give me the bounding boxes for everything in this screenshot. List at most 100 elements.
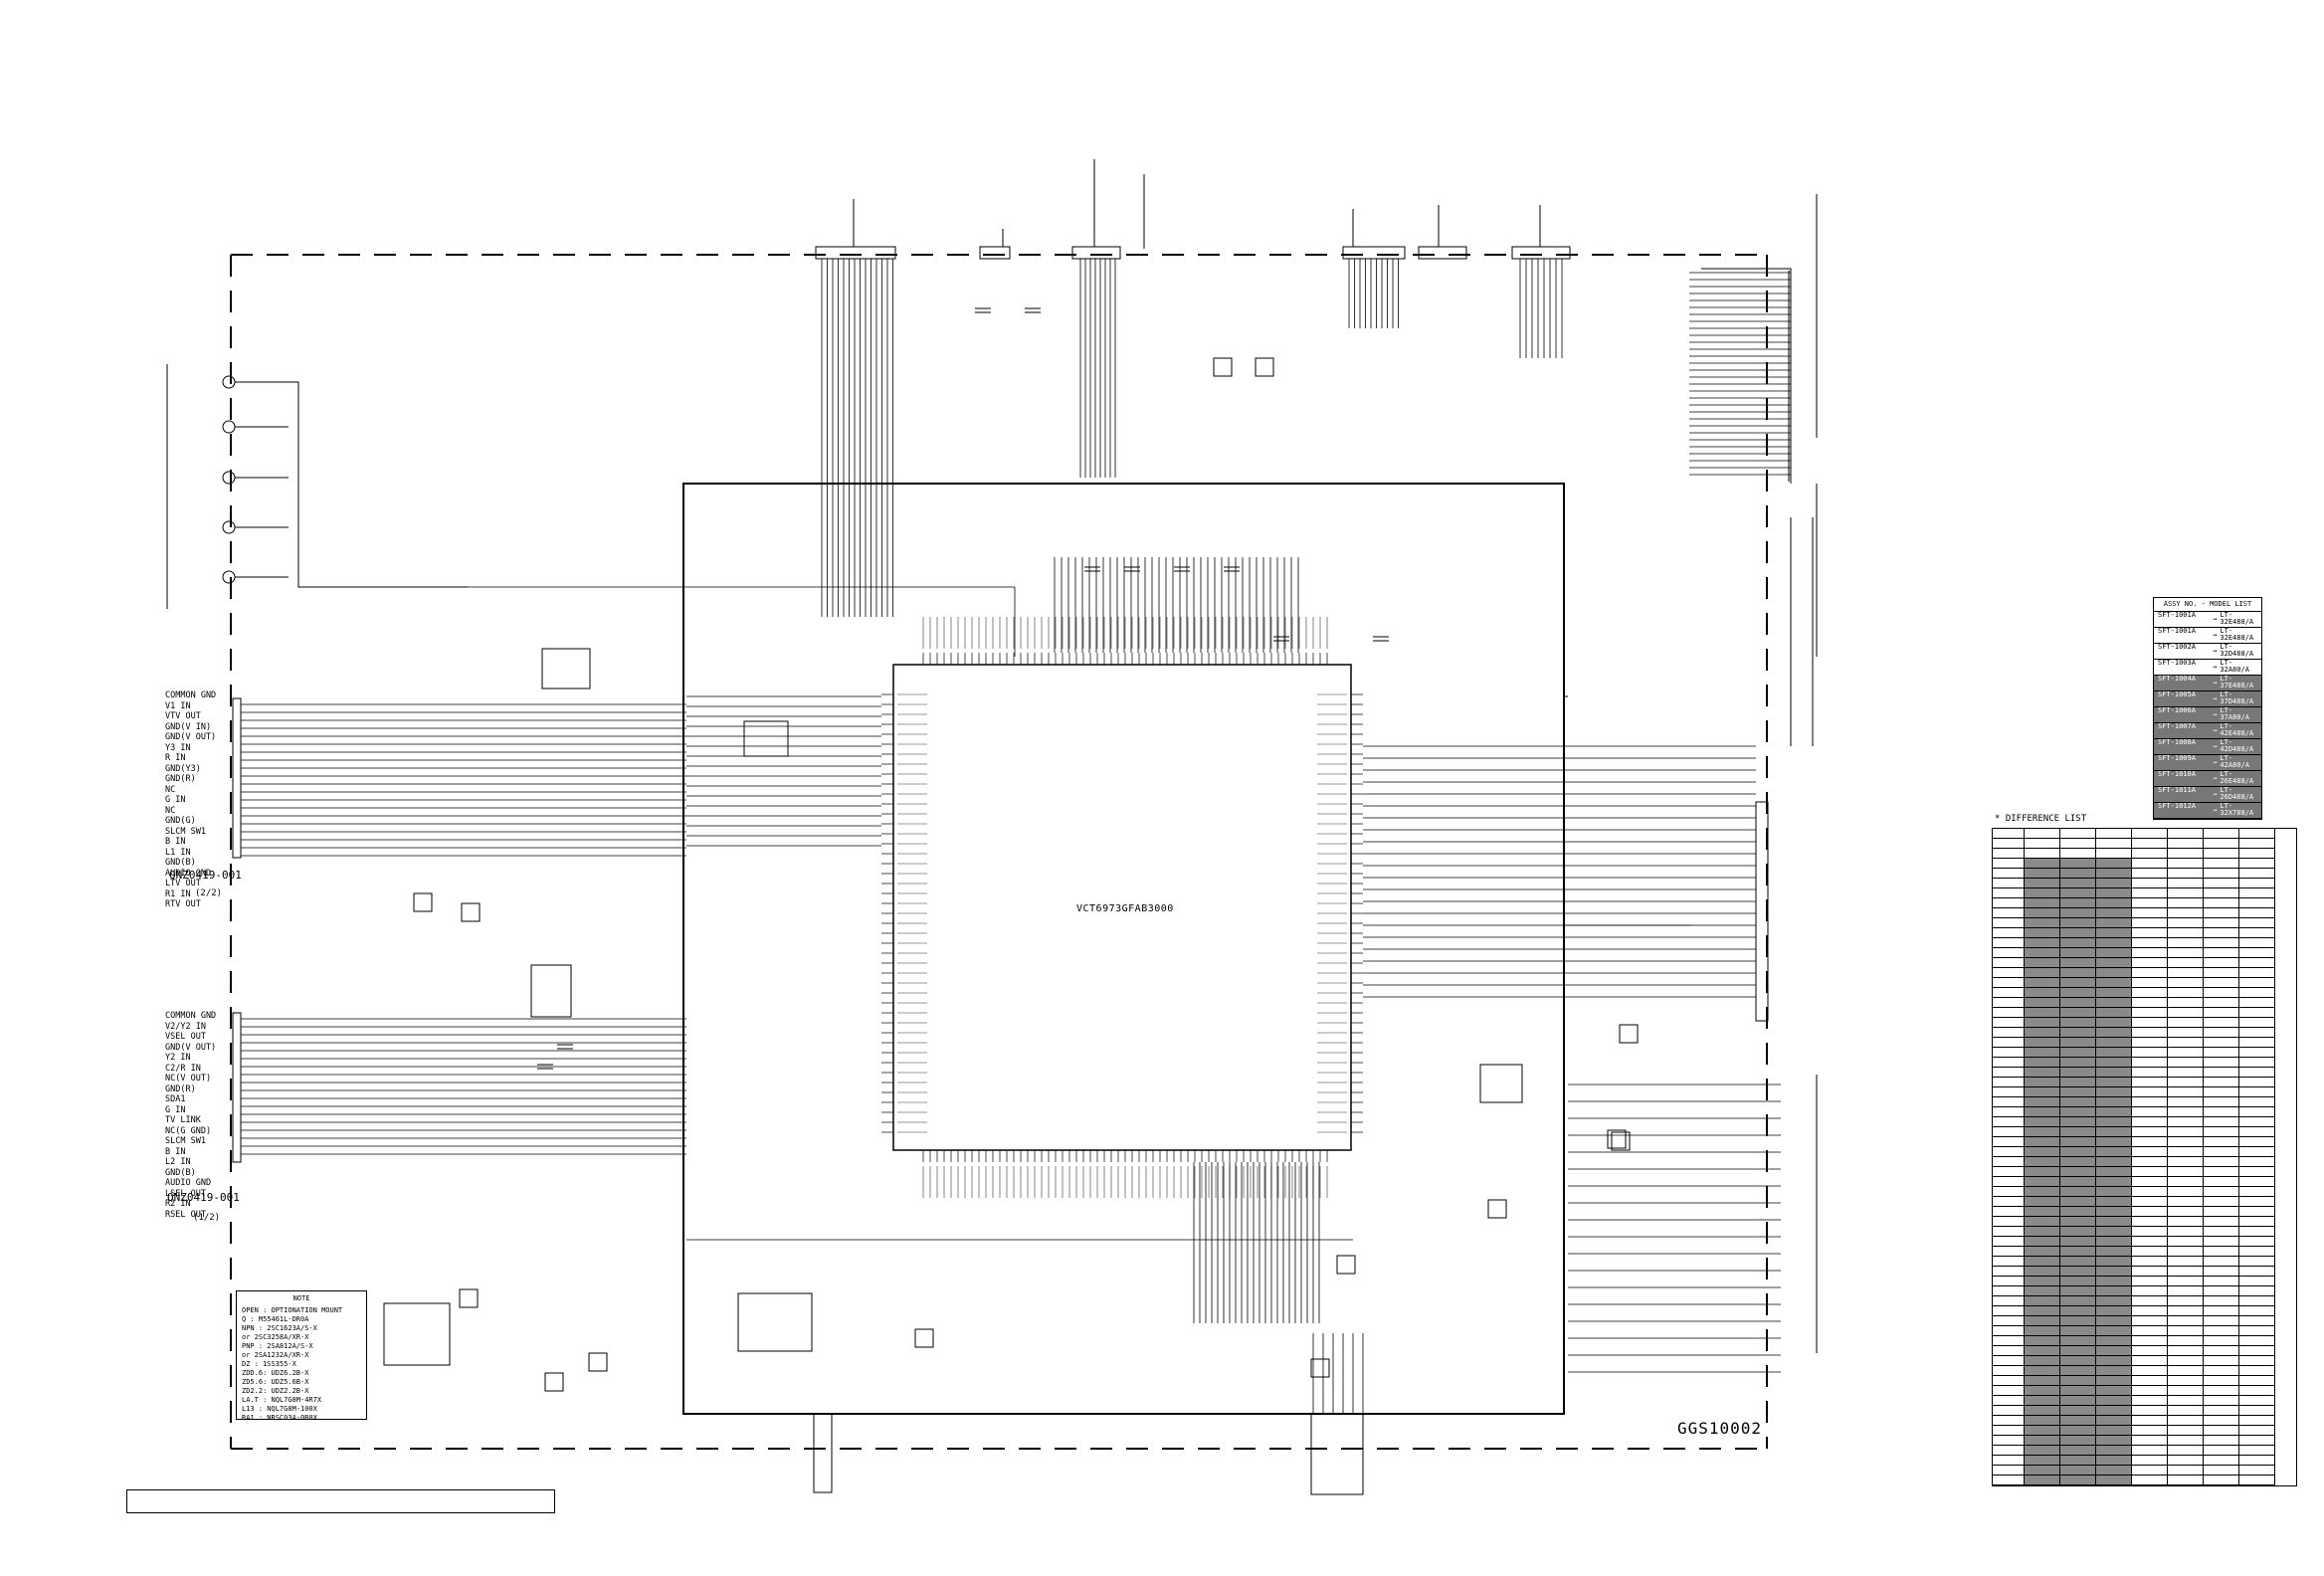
difference-cell — [2204, 1147, 2239, 1157]
difference-cell — [2096, 1137, 2132, 1147]
difference-cell — [2132, 879, 2168, 888]
difference-cell — [1993, 1386, 2025, 1396]
difference-cell — [2204, 988, 2239, 998]
difference-cell — [2096, 1476, 2132, 1485]
difference-cell — [2168, 1137, 2204, 1147]
difference-cell — [2096, 1456, 2132, 1466]
connector-pin-label: COMMON GND — [165, 690, 217, 700]
difference-cell — [2239, 948, 2275, 958]
difference-cell — [2168, 1087, 2204, 1097]
difference-cell — [2204, 1008, 2239, 1018]
difference-cell — [2168, 839, 2204, 849]
difference-cell — [2132, 948, 2168, 958]
difference-cell — [2168, 1286, 2204, 1296]
difference-cell — [2025, 1376, 2060, 1386]
difference-cell — [2204, 1476, 2239, 1485]
difference-cell — [2239, 1018, 2275, 1028]
difference-cell — [2132, 1257, 2168, 1267]
difference-cell — [2060, 1058, 2096, 1068]
difference-cell — [2239, 1396, 2275, 1406]
difference-cell — [2096, 1048, 2132, 1058]
difference-cell — [2096, 1028, 2132, 1038]
difference-cell — [2132, 1426, 2168, 1436]
difference-cell — [2060, 1167, 2096, 1177]
difference-cell — [2060, 1296, 2096, 1306]
difference-cell — [2132, 1058, 2168, 1068]
difference-cell — [2204, 1157, 2239, 1167]
connector-pin-label: LSEL OUT — [165, 1188, 206, 1199]
difference-cell — [2025, 1187, 2060, 1197]
difference-list-title: * DIFFERENCE LIST — [1995, 814, 2086, 824]
connector-pin-label: NC — [165, 784, 176, 795]
difference-cell — [2096, 1068, 2132, 1078]
component — [1607, 1129, 1627, 1149]
difference-cell — [2132, 1068, 2168, 1078]
model-list-panel: ASSY NO. - MODEL LIST SFT-1001A→LT-32E48… — [2153, 597, 2262, 820]
difference-cell — [2025, 1008, 2060, 1018]
difference-cell — [2132, 1167, 2168, 1177]
connector-pin-label: NC — [165, 805, 176, 816]
difference-cell — [2132, 1296, 2168, 1306]
model-list-arrow: → — [2213, 663, 2218, 671]
difference-cell — [2060, 1267, 2096, 1277]
difference-cell — [2060, 839, 2096, 849]
difference-cell — [2060, 1078, 2096, 1087]
difference-cell — [2060, 1356, 2096, 1366]
model-list-row: SFT-1001A→LT-32E488/A — [2154, 628, 2261, 644]
difference-cell — [1993, 908, 2025, 918]
difference-cell — [2204, 1466, 2239, 1476]
difference-cell — [1993, 1127, 2025, 1137]
difference-cell — [2025, 998, 2060, 1008]
difference-cell — [2132, 888, 2168, 898]
difference-cell — [2132, 1286, 2168, 1296]
difference-cell — [1993, 1366, 2025, 1376]
difference-cell — [2025, 908, 2060, 918]
connector-pin-label: V2/Y2 IN — [165, 1021, 206, 1032]
difference-cell — [2096, 1406, 2132, 1416]
difference-cell — [1993, 978, 2025, 988]
difference-cell — [2060, 1485, 2096, 1486]
difference-cell — [1993, 1008, 2025, 1018]
difference-cell — [2168, 1306, 2204, 1316]
difference-cell — [2239, 1217, 2275, 1227]
difference-cell — [2168, 1217, 2204, 1227]
difference-cell — [2096, 888, 2132, 898]
difference-cell — [2204, 1187, 2239, 1197]
difference-cell — [1993, 1267, 2025, 1277]
difference-cell — [2025, 1147, 2060, 1157]
difference-cell — [2204, 1247, 2239, 1257]
model-list-model: LT-37A80/A — [2220, 707, 2249, 721]
connector-pin-label: GND(G) — [165, 816, 196, 826]
difference-cell — [2096, 1316, 2132, 1326]
difference-list-table — [1992, 828, 2297, 1486]
difference-cell — [2168, 1097, 2204, 1107]
model-list-assy: SFT-1001A — [2158, 628, 2196, 635]
difference-cell — [2025, 938, 2060, 948]
difference-cell — [2239, 1306, 2275, 1316]
difference-cell — [2168, 1018, 2204, 1028]
difference-cell — [2168, 1376, 2204, 1386]
difference-cell — [2239, 1436, 2275, 1446]
difference-cell — [2204, 1426, 2239, 1436]
connector-pin-label: R1 IN — [165, 888, 191, 899]
difference-cell — [2204, 1038, 2239, 1048]
difference-cell — [2239, 1227, 2275, 1237]
difference-cell — [1993, 1087, 2025, 1097]
difference-cell — [1993, 1277, 2025, 1286]
difference-cell — [2132, 1207, 2168, 1217]
difference-cell — [2204, 1306, 2239, 1316]
difference-cell — [2204, 1277, 2239, 1286]
model-list-arrow: → — [2213, 694, 2218, 702]
difference-cell — [2096, 978, 2132, 988]
difference-cell — [2132, 869, 2168, 879]
difference-cell — [2168, 869, 2204, 879]
difference-list-title-text: DIFFERENCE LIST — [2005, 814, 2087, 824]
difference-cell — [2060, 859, 2096, 869]
difference-cell — [2096, 869, 2132, 879]
connector-pin-label: L1 IN — [165, 847, 191, 858]
difference-cell — [2168, 1326, 2204, 1336]
difference-cell — [2060, 928, 2096, 938]
model-list-arrow: → — [2213, 806, 2218, 814]
difference-cell — [2239, 1038, 2275, 1048]
difference-cell — [2060, 869, 2096, 879]
